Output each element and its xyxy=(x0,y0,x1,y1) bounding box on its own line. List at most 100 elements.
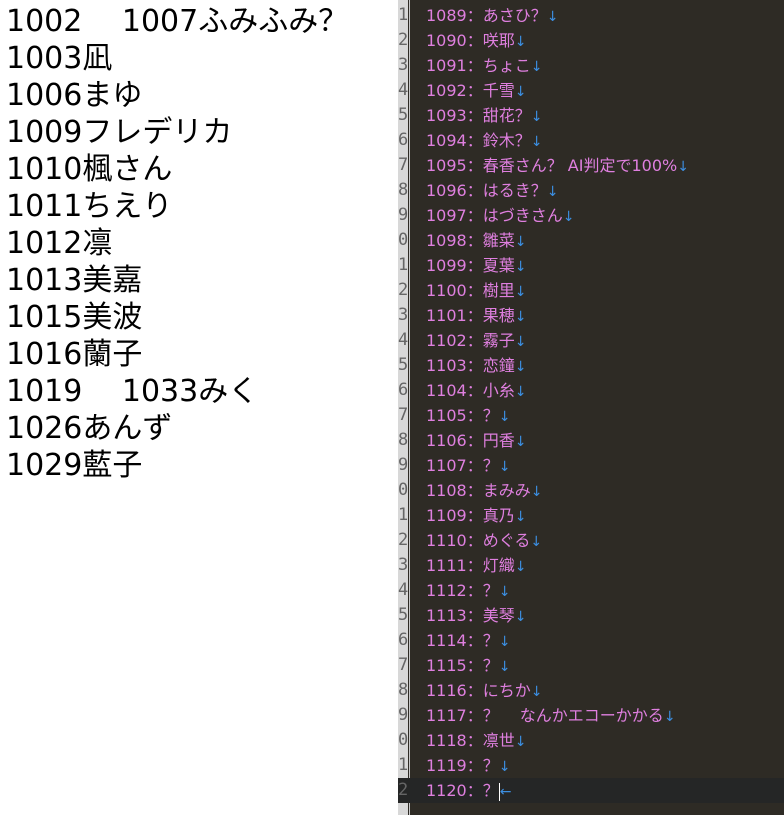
newline-marker-icon: ↓ xyxy=(530,534,543,550)
line-number: 1 xyxy=(398,755,408,775)
line-text: 1092：千雪↓ xyxy=(426,78,526,105)
line-content: 1110：めぐる xyxy=(426,531,531,550)
line-text: 1116：にちか↓ xyxy=(426,678,542,705)
editor-line[interactable]: 4 1112：？↓ xyxy=(398,578,784,603)
newline-marker-icon: ↓ xyxy=(514,434,527,450)
newline-marker-icon: ↓ xyxy=(514,34,527,50)
line-content: 1098：雛菜 xyxy=(426,231,515,250)
line-content: 1113：美琴 xyxy=(426,606,515,625)
line-number: 3 xyxy=(398,305,408,325)
line-number: 3 xyxy=(398,55,408,75)
line-number: 2 xyxy=(398,780,408,800)
line-number-gutter xyxy=(398,0,408,815)
list-item: 1006まゆ xyxy=(6,78,143,113)
line-text: 1112：？↓ xyxy=(426,578,510,605)
line-content: 1090：咲耶 xyxy=(426,31,515,50)
line-number: 9 xyxy=(398,705,408,725)
line-content: 1091：ちょこ xyxy=(426,56,531,75)
newline-marker-icon: ↓ xyxy=(530,684,543,700)
line-content: 1117：？ なんかエコーかかる xyxy=(426,706,664,725)
line-content: 1093：甜花？ xyxy=(426,106,531,125)
line-number: 9 xyxy=(398,455,408,475)
line-text: 1103：恋鐘↓ xyxy=(426,353,526,380)
line-text: 1114：？↓ xyxy=(426,628,510,655)
editor-line[interactable]: 4 1092：千雪↓ xyxy=(398,78,784,103)
newline-marker-icon: ↓ xyxy=(498,459,511,475)
line-content: 1106：円香 xyxy=(426,431,515,450)
newline-marker-icon: ↓ xyxy=(514,309,527,325)
line-text: 1106：円香↓ xyxy=(426,428,526,455)
editor-line[interactable]: 6 1114：？↓ xyxy=(398,628,784,653)
line-text: 1111：灯織↓ xyxy=(426,553,526,580)
editor-line[interactable]: 9 1107：？↓ xyxy=(398,453,784,478)
line-number: 5 xyxy=(398,105,408,125)
list-item: 1010楓さん xyxy=(6,152,173,187)
line-number: 4 xyxy=(398,580,408,600)
line-text: 1107：？↓ xyxy=(426,453,510,480)
newline-marker-icon: ↓ xyxy=(562,209,575,225)
line-text: 1105：？↓ xyxy=(426,403,510,430)
newline-marker-icon: ↓ xyxy=(514,359,527,375)
line-text: 1113：美琴↓ xyxy=(426,603,526,630)
line-text: 1110：めぐる↓ xyxy=(426,528,542,555)
line-text: 1100：樹里↓ xyxy=(426,278,526,305)
newline-marker-icon: ↓ xyxy=(514,384,527,400)
line-text: 1108：まみみ↓ xyxy=(426,478,542,505)
list-item: 1013美嘉 xyxy=(6,263,143,298)
line-content: 1089：あさひ？ xyxy=(426,6,547,25)
line-text: 1104：小糸↓ xyxy=(426,378,526,405)
newline-marker-icon: ↓ xyxy=(514,334,527,350)
line-number: 6 xyxy=(398,630,408,650)
list-item: 1029藍子 xyxy=(6,448,143,483)
line-number: 7 xyxy=(398,155,408,175)
line-content: 1107：？ xyxy=(426,456,499,475)
line-text: 1098：雛菜↓ xyxy=(426,228,526,255)
list-item: 1012凛 xyxy=(6,226,113,261)
line-content: 1112：？ xyxy=(426,581,499,600)
editor-line[interactable]: 5 1113：美琴↓ xyxy=(398,603,784,628)
line-number: 4 xyxy=(398,80,408,100)
editor-line[interactable]: 3 1101：果穂↓ xyxy=(398,303,784,328)
text-cursor xyxy=(498,782,500,801)
line-content: 1108：まみみ xyxy=(426,481,531,500)
line-text: 1101：果穂↓ xyxy=(426,303,526,330)
line-number: 5 xyxy=(398,605,408,625)
line-text: 1096：はるき？↓ xyxy=(426,178,558,205)
newline-marker-icon: ↓ xyxy=(514,284,527,300)
eof-marker-icon: ← xyxy=(499,784,512,800)
newline-marker-icon: ↓ xyxy=(514,234,527,250)
newline-marker-icon: ↓ xyxy=(546,184,559,200)
newline-marker-icon: ↓ xyxy=(514,609,527,625)
list-item: 1019 1033みく xyxy=(6,374,259,409)
line-number: 4 xyxy=(398,330,408,350)
